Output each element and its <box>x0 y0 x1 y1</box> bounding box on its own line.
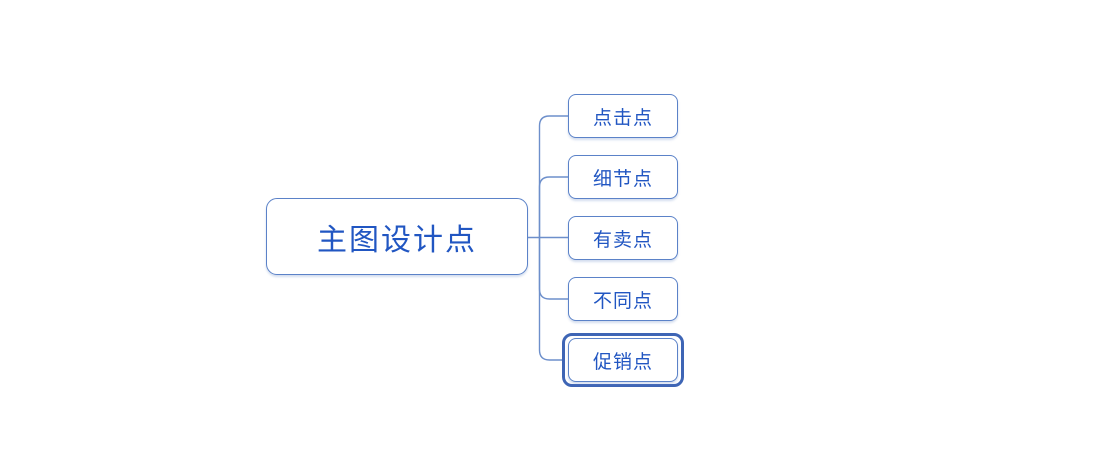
subtopic-3[interactable]: 有卖点 <box>568 216 678 260</box>
connector-root-to-subtopic-1 <box>538 115 568 238</box>
subtopic-4[interactable]: 不同点 <box>568 277 678 321</box>
subtopic-5-selected[interactable]: 促销点 <box>568 338 678 382</box>
subtopic-1[interactable]: 点击点 <box>568 94 678 138</box>
subtopic-2[interactable]: 细节点 <box>568 155 678 199</box>
connector-root-to-subtopic-4 <box>538 237 568 300</box>
root-topic[interactable]: 主图设计点 <box>266 198 528 275</box>
connector-root-to-subtopic-2 <box>538 176 568 238</box>
connector-root-to-subtopic-5 <box>538 237 562 361</box>
